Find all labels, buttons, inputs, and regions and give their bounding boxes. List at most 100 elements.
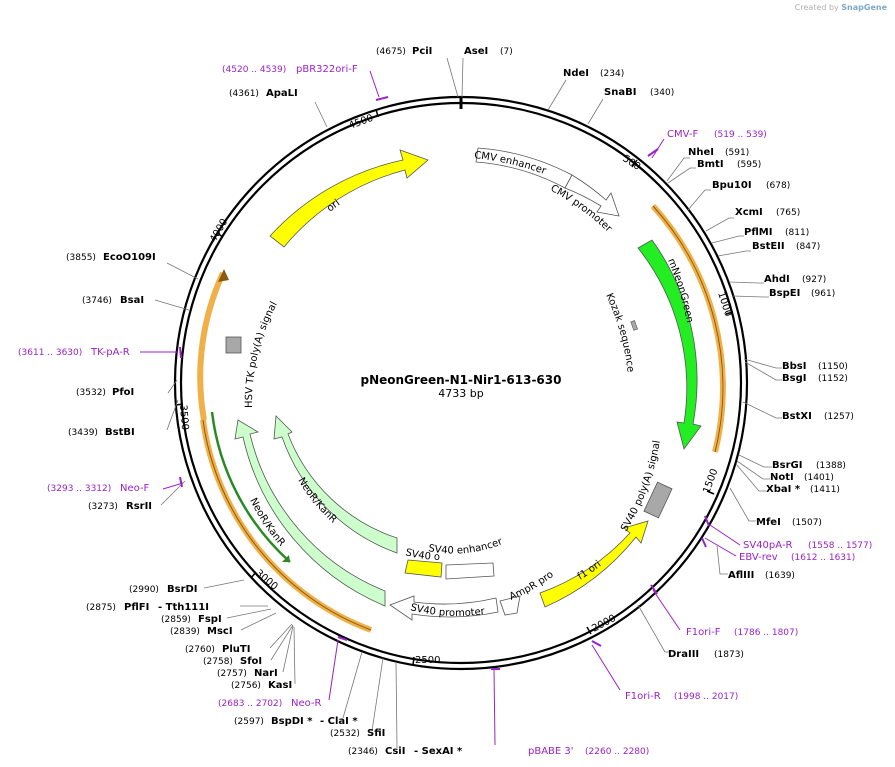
neor-orf-arrowhead xyxy=(282,555,290,562)
svg-text:(1873): (1873) xyxy=(714,650,744,660)
label-hsv-tk-polya: HSV TK poly(A) signal xyxy=(244,300,280,408)
site-afliii: AflIII xyxy=(728,570,754,581)
svg-text:(519 .. 539): (519 .. 539) xyxy=(714,130,767,140)
svg-text:(2756): (2756) xyxy=(231,681,261,691)
svg-text:(2875): (2875) xyxy=(86,603,116,613)
primer-cmv-f: CMV-F xyxy=(667,129,698,140)
svg-text:(1786 .. 1807): (1786 .. 1807) xyxy=(734,628,798,638)
hsv-tk-polya-feature[interactable] xyxy=(225,336,242,354)
plasmid-name: pNeonGreen-N1-Nir1-613-630 xyxy=(361,373,562,387)
svg-text:(3855): (3855) xyxy=(66,253,96,263)
site-rsrii: RsrII xyxy=(126,501,152,512)
svg-text:(3273): (3273) xyxy=(88,502,118,512)
neor-kanr-feature-outer[interactable] xyxy=(234,419,386,607)
svg-text:(847): (847) xyxy=(796,242,820,252)
kozak-feature[interactable] xyxy=(630,320,638,331)
primer-f1ori-f: F1ori-F xyxy=(686,627,721,638)
snapgene-credit: Created by SnapGene xyxy=(794,3,887,12)
site-bpu10i: Bpu10I xyxy=(712,180,752,191)
neor-kanr-feature-inner[interactable] xyxy=(273,415,398,554)
tick-4500: 4500 xyxy=(347,113,375,132)
svg-text:(3439): (3439) xyxy=(68,428,98,438)
site-sfoi: SfoI xyxy=(240,656,262,667)
site-pluti: PluTI xyxy=(222,644,250,655)
site-apali: ApaLI xyxy=(266,88,298,99)
tk-arrowhead xyxy=(218,269,229,282)
svg-text:(2683 .. 2702): (2683 .. 2702) xyxy=(218,699,282,709)
site-draiii: DraIII xyxy=(668,649,699,660)
primer-coverage-neo-core xyxy=(202,419,372,631)
svg-text:(1152): (1152) xyxy=(818,374,848,384)
label-kozak: Kozak sequence xyxy=(603,292,635,373)
primer-f1ori-r: F1ori-R xyxy=(625,691,661,702)
svg-text:(678): (678) xyxy=(766,181,790,191)
svg-text:(1639): (1639) xyxy=(765,571,795,581)
site-bstxi: BstXI xyxy=(782,411,812,422)
svg-text:(2532): (2532) xyxy=(330,729,360,739)
svg-text:(4675): (4675) xyxy=(376,47,406,57)
svg-text:(234): (234) xyxy=(600,69,624,79)
svg-text:(811): (811) xyxy=(785,228,809,238)
site-bbsi: BbsI xyxy=(782,361,806,372)
svg-text:(2260 .. 2280): (2260 .. 2280) xyxy=(585,747,649,757)
site-bsrgi: BsrGI xyxy=(772,460,802,471)
svg-text:(340): (340) xyxy=(650,88,674,98)
svg-text:(3746): (3746) xyxy=(82,296,112,306)
site-pflmi: PflMI xyxy=(744,227,772,238)
f1-ori-feature[interactable] xyxy=(539,520,649,608)
site-kasi: KasI xyxy=(268,680,292,691)
svg-text:(1388): (1388) xyxy=(816,461,846,471)
ampr-promoter-feature[interactable] xyxy=(499,595,521,616)
site-pfoi: PfoI xyxy=(112,387,134,398)
svg-text:(4361): (4361) xyxy=(229,89,259,99)
primer-markers xyxy=(140,70,741,746)
primer-neo-r: Neo-R xyxy=(291,698,322,709)
site-bsteii: BstEII xyxy=(752,241,785,252)
site-xbai: XbaI * xyxy=(766,484,801,495)
neor-orf-line xyxy=(210,411,291,563)
svg-text:(3532): (3532) xyxy=(76,388,106,398)
site-ndei: NdeI xyxy=(563,68,589,79)
tick-1500: 1500 xyxy=(701,467,720,495)
mneongreen-feature[interactable] xyxy=(637,239,702,450)
site-pflfi: PflFI xyxy=(124,602,149,613)
site-bspei: BspEI xyxy=(769,288,800,299)
site-noti: NotI xyxy=(770,472,794,483)
svg-text:(2758): (2758) xyxy=(203,657,233,667)
primer-neo-f: Neo-F xyxy=(120,483,150,494)
snapgene-logo: SnapGene xyxy=(841,3,887,12)
feature-layer xyxy=(225,147,702,621)
site-labels: AseI (7) (4675) PciI NdeI (234) SnaBI (3… xyxy=(66,46,854,757)
svg-text:(1401): (1401) xyxy=(804,473,834,483)
site-msci: MscI xyxy=(207,626,233,637)
svg-text:(1998 .. 2017): (1998 .. 2017) xyxy=(674,692,738,702)
primer-sv40pa-r: SV40pA-R xyxy=(743,540,792,551)
site-xcmi: XcmI xyxy=(735,207,763,218)
svg-text:(4520 .. 4539): (4520 .. 4539) xyxy=(222,65,286,75)
svg-text:(1507): (1507) xyxy=(792,518,822,528)
svg-text:(765): (765) xyxy=(776,208,800,218)
sv40-polya-feature[interactable] xyxy=(643,481,673,519)
primer-pbr322ori-f: pBR322ori-F xyxy=(296,64,358,75)
tick-labels: 500 1000 1500 2000 2500 3000 3500 4000 4… xyxy=(177,113,733,666)
svg-text:(2757): (2757) xyxy=(217,669,247,679)
site-tth111i: - Tth111I xyxy=(158,602,209,613)
cmv-promoter-feature[interactable] xyxy=(564,174,620,217)
ori-feature[interactable] xyxy=(269,149,429,248)
site-nhei: NheI xyxy=(688,147,714,158)
tick-1000: 1000 xyxy=(715,291,733,319)
primer-ebv-rev: EBV-rev xyxy=(739,552,778,563)
svg-text:(2597): (2597) xyxy=(234,717,264,727)
site-snabi: SnaBI xyxy=(604,87,636,98)
svg-text:(1558 .. 1577): (1558 .. 1577) xyxy=(808,541,872,551)
sv40-promoter-feature[interactable] xyxy=(389,595,499,621)
svg-text:(2839): (2839) xyxy=(170,627,200,637)
sv40-ori-feature[interactable] xyxy=(404,559,443,578)
primer-coverage-tk xyxy=(197,271,226,421)
site-bsai: BsaI xyxy=(120,295,144,306)
site-clai: - ClaI * xyxy=(320,716,358,727)
plasmid-length: 4733 bp xyxy=(438,387,483,400)
svg-text:(927): (927) xyxy=(802,275,826,285)
svg-text:HSV TK poly(A) signal: HSV TK poly(A) signal xyxy=(244,300,280,408)
sv40-enhancer-feature[interactable] xyxy=(445,562,495,580)
